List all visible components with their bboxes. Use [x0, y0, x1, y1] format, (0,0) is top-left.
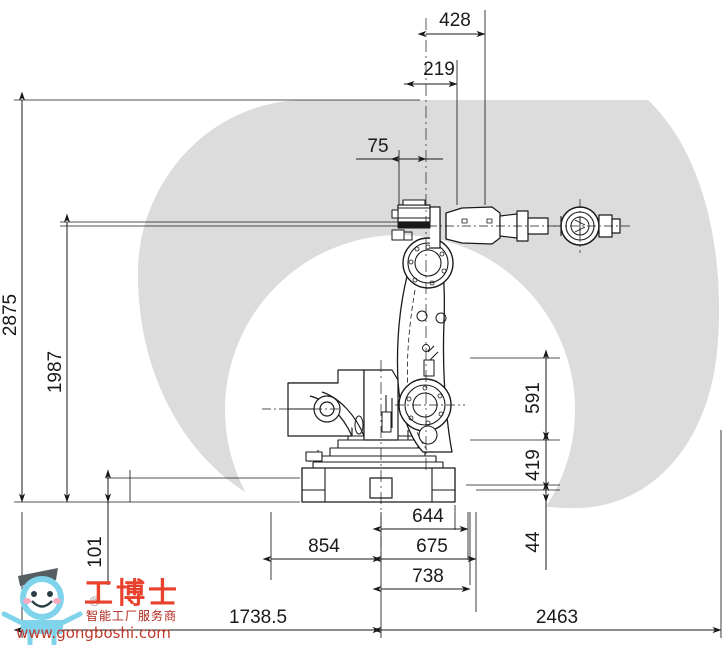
registered-mark: ®	[88, 595, 101, 610]
robot-counterweight-arm	[287, 369, 378, 437]
dim-label-101: 101	[85, 536, 106, 568]
robot-base	[301, 447, 456, 503]
robot-elbow-joint	[402, 237, 454, 289]
dim-label-675: 675	[416, 536, 448, 557]
dim-label-75: 75	[367, 136, 388, 157]
robot-upper-arm	[428, 206, 560, 249]
robot-wrist-flange	[553, 199, 632, 253]
dim-label-419: 419	[523, 449, 544, 481]
dim-label-2875: 2875	[0, 294, 21, 336]
centerlines	[60, 18, 465, 560]
watermark-tagline: 智能工厂服务商	[86, 608, 177, 623]
dim-label-738: 738	[412, 566, 444, 587]
dimension-labels: 428 219 75 2875 1987 101 591 419 44 644 …	[0, 10, 578, 628]
robot-motor-housing	[391, 199, 431, 241]
robot-assembly	[287, 199, 632, 503]
dim-label-591: 591	[523, 382, 544, 414]
dim-label-1987: 1987	[45, 351, 66, 393]
dim-label-219: 219	[423, 59, 455, 80]
mascot-icon	[1, 568, 83, 645]
dim-label-428: 428	[439, 10, 471, 31]
dim-label-2463: 2463	[536, 607, 578, 628]
envelope-floor-mask	[130, 500, 420, 530]
dim-label-44: 44	[523, 531, 544, 553]
dim-label-644: 644	[412, 506, 444, 527]
dim-label-854: 854	[308, 536, 340, 557]
dimension-lines	[13, 30, 722, 634]
dim-label-1738-5: 1738.5	[229, 607, 287, 628]
watermark-url: www.gongboshi.com	[16, 624, 171, 642]
watermark: ® 工博士 智能工厂服务商 www.gongboshi.com	[1, 568, 180, 645]
watermark-brand: 工博士	[84, 576, 180, 610]
